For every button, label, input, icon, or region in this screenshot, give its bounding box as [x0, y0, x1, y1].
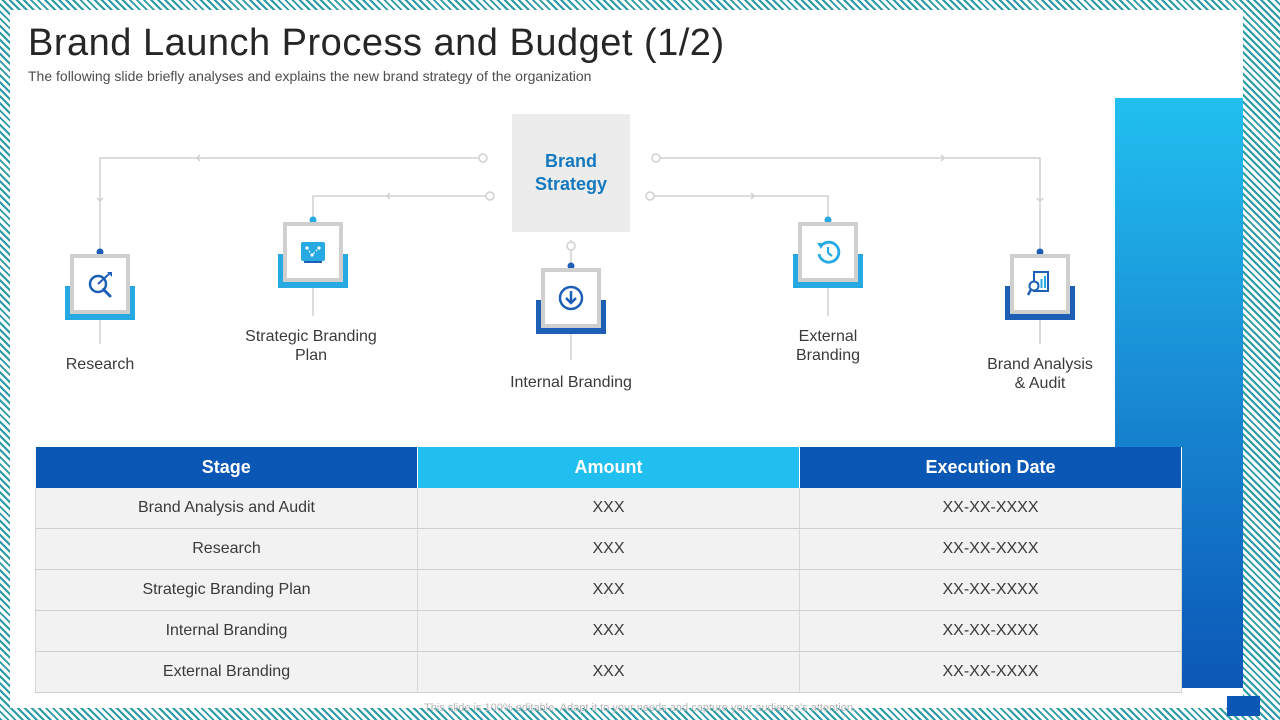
- step-research-label: Research: [65, 356, 135, 373]
- table-row: Internal Branding XXX XX-XX-XXXX: [35, 610, 1182, 652]
- cell-execution-date: XX-XX-XXXX: [799, 651, 1182, 693]
- cell-execution-date: XX-XX-XXXX: [799, 569, 1182, 611]
- cell-execution-date: XX-XX-XXXX: [799, 610, 1182, 652]
- header-amount: Amount: [417, 447, 800, 488]
- header-execution-date: Execution Date: [799, 447, 1182, 488]
- table-row: Research XXX XX-XX-XXXX: [35, 528, 1182, 570]
- cell-amount: XXX: [417, 488, 800, 529]
- cell-amount: XXX: [417, 651, 800, 693]
- corner-accent: [1227, 696, 1260, 716]
- step-internal-branding-label: Internal Branding: [510, 374, 632, 391]
- cell-stage: External Branding: [35, 651, 418, 693]
- step-research-node: [65, 254, 135, 320]
- process-connectors: [96, 153, 1044, 360]
- table-row: Brand Analysis and Audit XXX XX-XX-XXXX: [35, 488, 1182, 529]
- step-brand-analysis-audit-node: [1005, 254, 1075, 320]
- step-external-branding-node: [793, 222, 863, 288]
- cell-stage: Brand Analysis and Audit: [35, 488, 418, 529]
- slide-title: Brand Launch Process and Budget (1/2): [28, 22, 725, 64]
- cell-execution-date: XX-XX-XXXX: [799, 488, 1182, 529]
- table-row: External Branding XXX XX-XX-XXXX: [35, 651, 1182, 693]
- brand-strategy-label: Brand Strategy: [534, 151, 608, 194]
- cell-execution-date: XX-XX-XXXX: [799, 528, 1182, 570]
- slide-subtitle: The following slide briefly analyses and…: [28, 68, 592, 84]
- strategy-board-icon: [301, 242, 325, 263]
- analysis-report-icon: [1026, 271, 1049, 296]
- step-external-branding-label: External Branding: [795, 328, 861, 364]
- step-strategic-branding-plan-node: [278, 222, 348, 288]
- footer-note: This slide is 100% editable. Adapt it to…: [424, 702, 856, 714]
- budget-table: Stage Amount Execution Date Brand Analys…: [35, 447, 1182, 693]
- refresh-circle-icon: [817, 240, 841, 264]
- target-magnifier-icon: [88, 272, 112, 298]
- step-brand-analysis-audit-label: Brand Analysis & Audit: [987, 356, 1093, 392]
- cell-amount: XXX: [417, 569, 800, 611]
- table-header-row: Stage Amount Execution Date: [35, 447, 1182, 488]
- table-row: Strategic Branding Plan XXX XX-XX-XXXX: [35, 569, 1182, 611]
- slide: Brand Launch Process and Budget (1/2) Th…: [10, 10, 1243, 708]
- cell-amount: XXX: [417, 528, 800, 570]
- step-internal-branding-node: [536, 268, 606, 334]
- step-strategic-branding-plan-label: Strategic Branding Plan: [245, 328, 377, 364]
- cell-stage: Strategic Branding Plan: [35, 569, 418, 611]
- cell-stage: Research: [35, 528, 418, 570]
- brand-strategy-box: Brand Strategy: [512, 114, 630, 232]
- download-circle-icon: [558, 285, 584, 311]
- cell-amount: XXX: [417, 610, 800, 652]
- cell-stage: Internal Branding: [35, 610, 418, 652]
- header-stage: Stage: [35, 447, 418, 488]
